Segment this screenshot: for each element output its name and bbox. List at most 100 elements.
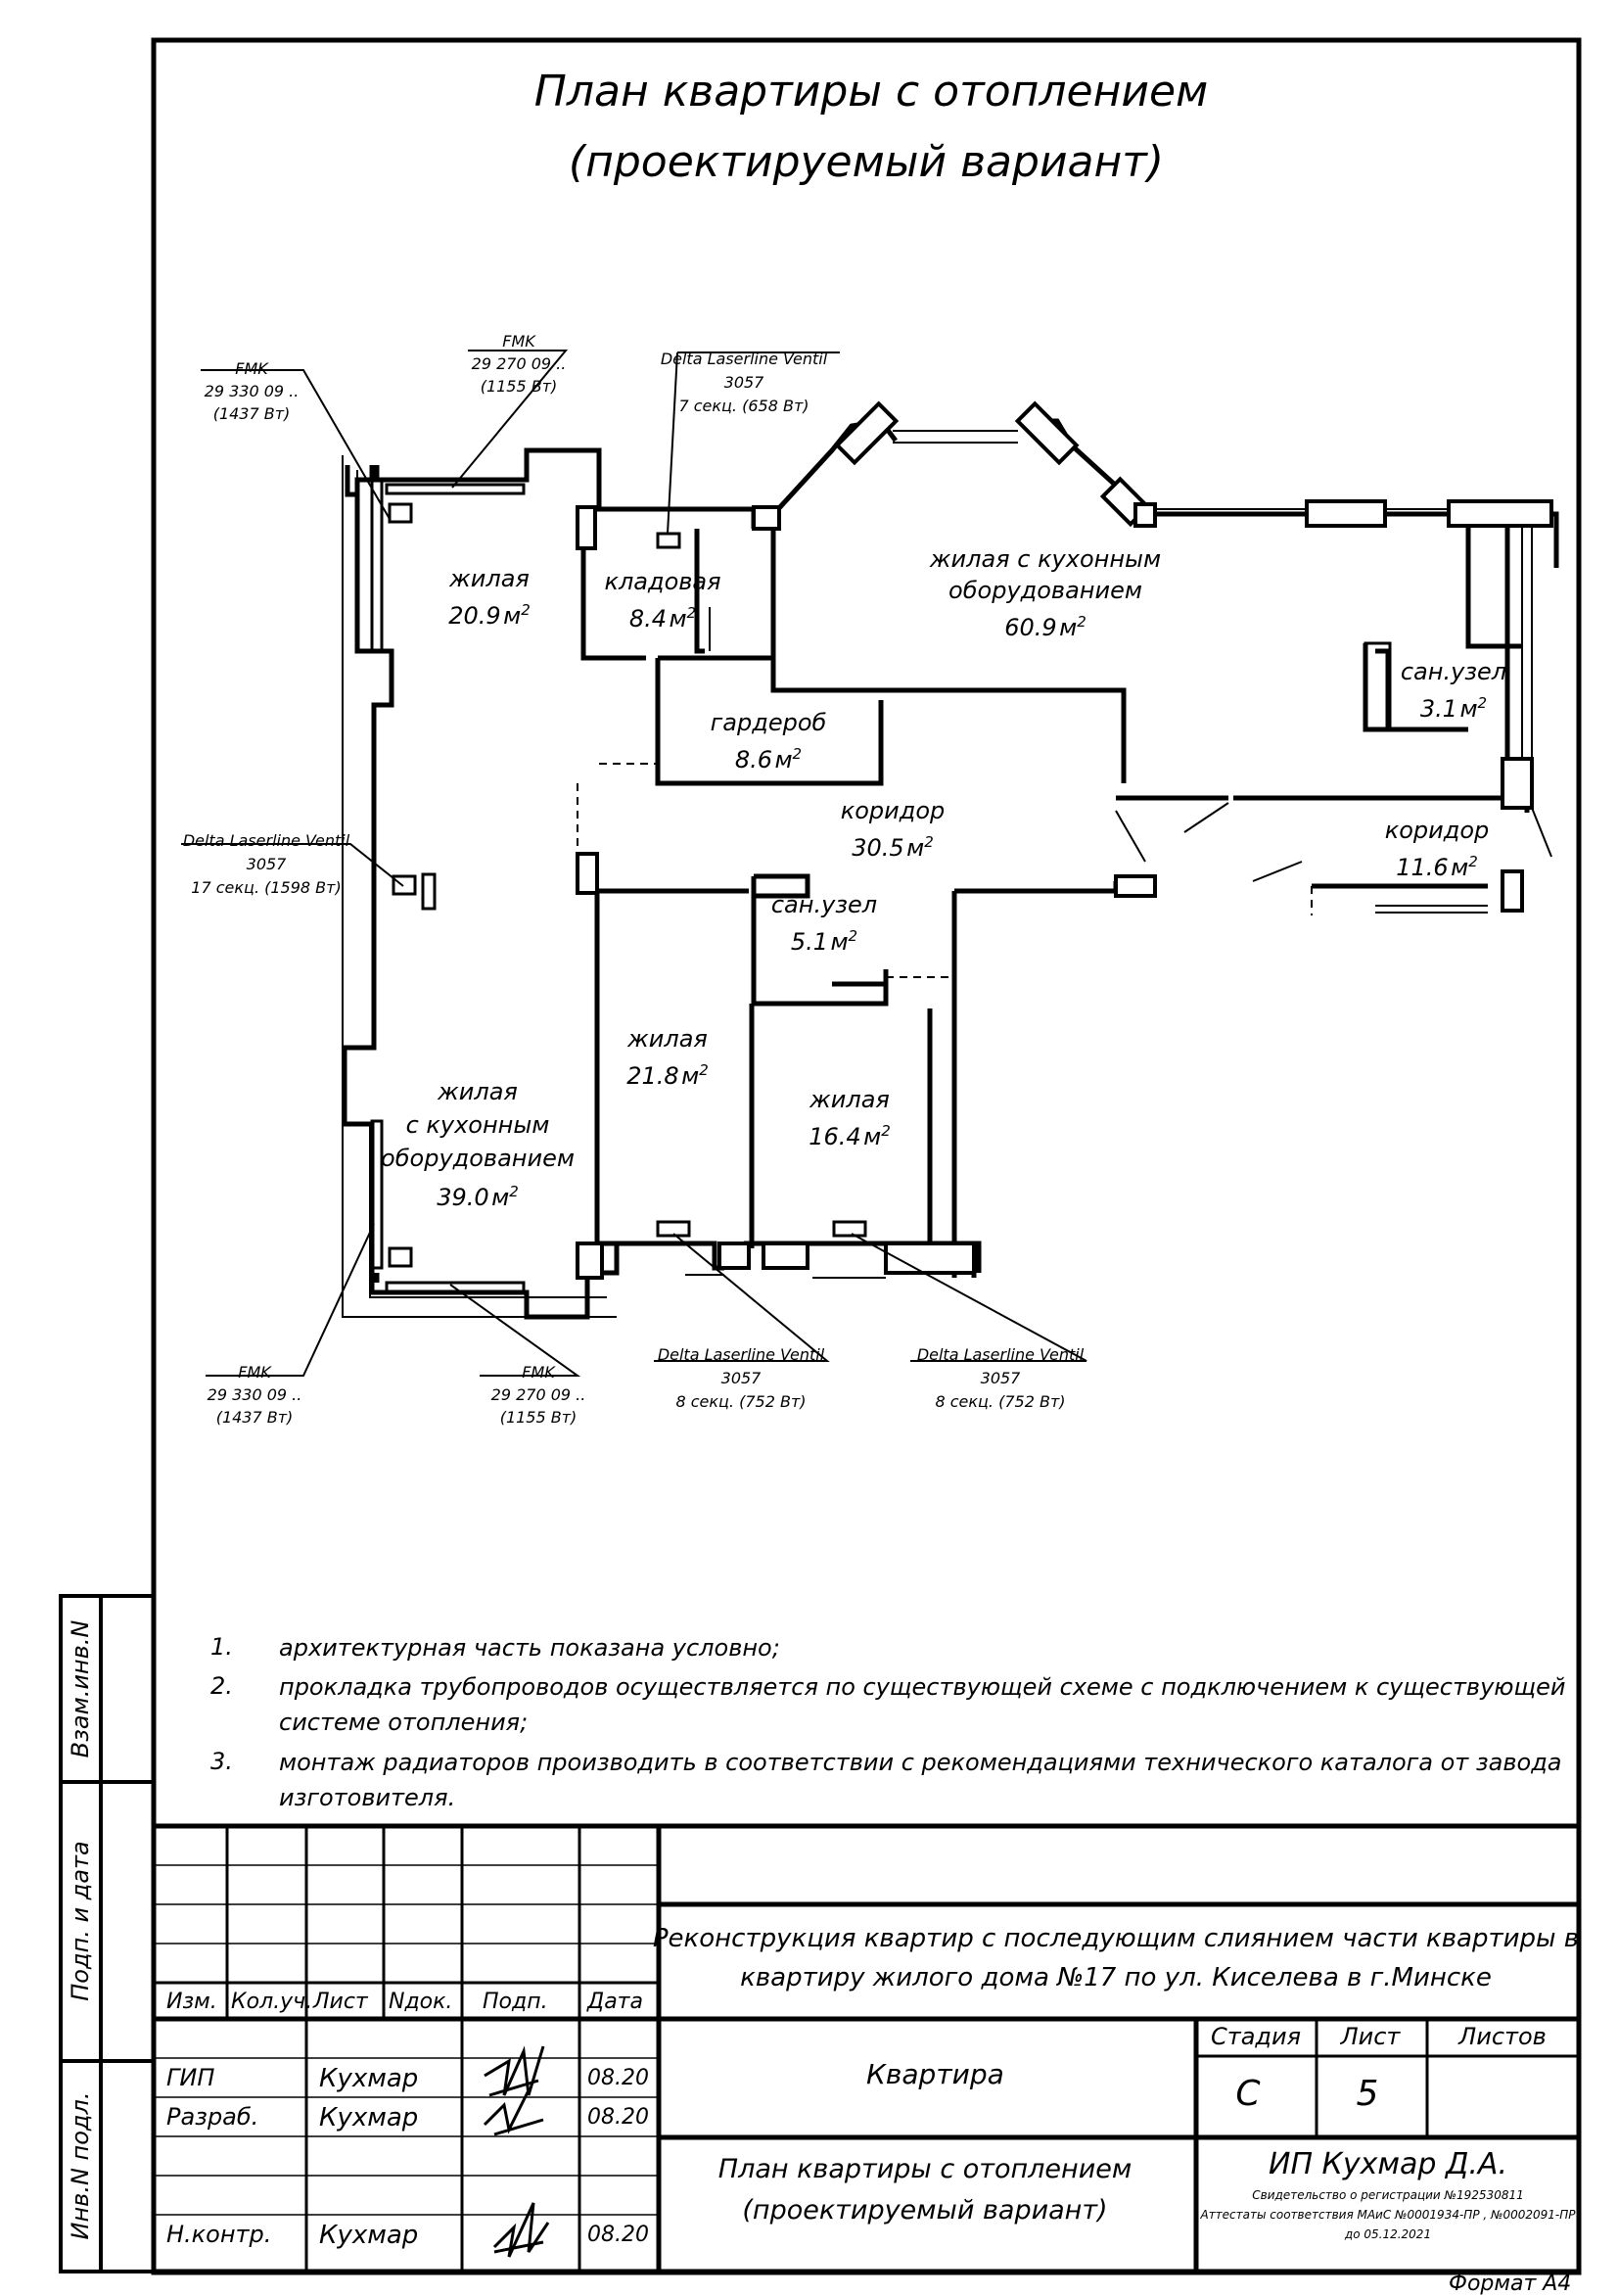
drawing-title-line2: (проектируемый вариант) [568, 137, 1165, 187]
room-name: гардероб [710, 709, 827, 736]
side-stamp-vzam: Взам.инв.N [67, 1619, 94, 1758]
sheet-value: 5 [1356, 2074, 1379, 2114]
room-name: сан.узел [770, 891, 878, 918]
room-label: коридор 11.6 м2 [1385, 815, 1490, 883]
room-name: коридор [1384, 817, 1490, 844]
room-label: коридор 30.5 м2 [841, 795, 946, 864]
room-name: жилая с кухонным [929, 545, 1162, 573]
title-block-grid [151, 1823, 1582, 2274]
room-area: 60.9 м2 [1004, 613, 1086, 641]
note-text: архитектурная часть показана условно; [279, 1634, 780, 1662]
room-name: жилая [449, 565, 530, 592]
row-name: Кухмар [319, 2103, 419, 2132]
sheets-header: Листов [1458, 2023, 1547, 2050]
col-header-data: Дата [587, 1990, 643, 2014]
room-name: жилая [627, 1025, 708, 1053]
drawing-name-line1: План квартиры с отоплением [717, 2154, 1133, 2184]
row-role: Н.контр. [166, 2221, 272, 2248]
room-area: 20.9 м2 [448, 601, 531, 630]
radiator-symbol [656, 532, 681, 549]
room-name: жилая [438, 1078, 518, 1105]
organization-valid: до 05.12.2021 [1344, 2227, 1432, 2241]
room-name: сан.узел [1400, 658, 1507, 685]
room-label: жилая с кухонным оборудованием 60.9 м2 [930, 543, 1161, 643]
sheet-header: Лист [1340, 2023, 1401, 2050]
room-name: с кухонным [405, 1111, 550, 1139]
row-date: 08.20 [587, 2066, 649, 2090]
organization-attest: Аттестаты соответствия МАиС №0001934-ПР … [1200, 2208, 1576, 2222]
note-number: 2. [210, 1672, 233, 1700]
col-header-list: Лист [313, 1990, 368, 2014]
room-label: жилая 21.8 м2 [626, 1023, 708, 1092]
leader-lines [181, 350, 1087, 1377]
organization-name: ИП Кухмар Д.А. [1269, 2147, 1507, 2181]
row-role: Разраб. [166, 2103, 259, 2131]
room-label: сан.узел 5.1 м2 [771, 889, 877, 958]
radiator-symbol [656, 1220, 691, 1238]
stage-header: Стадия [1210, 2023, 1302, 2050]
row-role: ГИП [166, 2064, 215, 2091]
row-date: 08.20 [587, 2223, 649, 2247]
radiator-symbol [388, 1246, 413, 1268]
drawing-title-line1: План квартиры с отоплением [533, 67, 1209, 117]
room-area: 5.1 м2 [790, 927, 858, 956]
object-name: Квартира [866, 2058, 1004, 2090]
room-area: 3.1 м2 [1419, 694, 1488, 723]
room-label: кладовая 8.4 м2 [604, 566, 720, 634]
note-number: 3. [210, 1748, 233, 1775]
note-text: прокладка трубопроводов осуществляется п… [279, 1673, 1566, 1736]
windows [342, 430, 1552, 1318]
project-title-line2: квартиру жилого дома №17 по ул. Киселева… [740, 1963, 1492, 1992]
note-text: монтаж радиаторов производить в соответс… [279, 1749, 1562, 1811]
room-name: жилая [809, 1086, 890, 1113]
note-number: 1. [210, 1633, 233, 1661]
room-area: 8.6 м2 [734, 745, 803, 773]
col-header-ndok: Nдок. [389, 1990, 453, 2014]
room-label: гардероб 8.6 м2 [711, 707, 827, 775]
row-name: Кухмар [319, 2064, 419, 2093]
room-label: жилая 16.4 м2 [809, 1084, 890, 1152]
room-name: кладовая [604, 568, 721, 595]
radiator-symbol [388, 502, 413, 524]
stage-value: С [1235, 2074, 1261, 2114]
side-stamp-inv: Инв.N подл. [67, 2091, 94, 2240]
room-name: коридор [840, 797, 946, 824]
radiator-symbol [1364, 641, 1392, 731]
col-header-kolych: Кол.уч. [231, 1990, 313, 2014]
row-date: 08.20 [587, 2105, 649, 2130]
room-area: 11.6 м2 [1396, 853, 1478, 881]
room-area: 8.4 м2 [628, 604, 697, 633]
room-area: 39.0 м2 [437, 1183, 519, 1211]
room-name: оборудованием [381, 1145, 575, 1172]
radiator-symbol [370, 1119, 384, 1270]
signature [483, 2045, 550, 2258]
radiator-symbol [832, 1220, 867, 1238]
room-area: 16.4 м2 [809, 1122, 891, 1150]
col-header-podp: Подп. [483, 1990, 548, 2014]
radiator-symbol [392, 874, 417, 896]
drawing-name-line2: (проектируемый вариант) [742, 2195, 1108, 2226]
radiator-symbol [385, 1281, 526, 1293]
radiator-symbol [370, 478, 384, 653]
organization-cert: Свидетельство о регистрации №192530811 [1252, 2188, 1524, 2202]
format-label: Формат А4 [1449, 2272, 1572, 2296]
room-label: жилая 20.9 м2 [448, 563, 530, 632]
row-name: Кухмар [319, 2221, 419, 2250]
col-header-izm: Изм. [166, 1990, 217, 2014]
radiator-symbol [385, 483, 526, 495]
project-title-line1: Реконструкция квартир с последующим слия… [652, 1924, 1580, 1953]
side-stamp-podp: Подп. и дата [67, 1841, 94, 2001]
wall-blocks [576, 400, 1553, 1280]
room-area: 30.5 м2 [852, 833, 934, 862]
radiator-symbol [421, 872, 437, 911]
room-label: сан.узел 3.1 м2 [1401, 656, 1506, 725]
